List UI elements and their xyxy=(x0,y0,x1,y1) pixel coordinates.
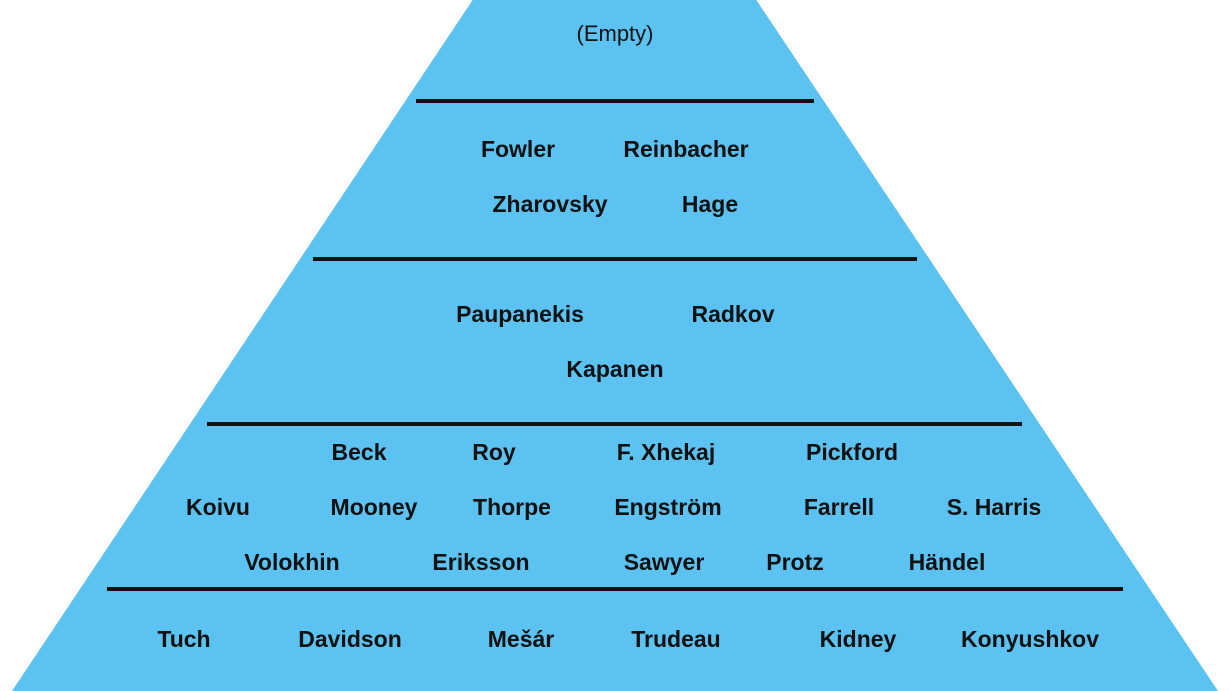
player-name[interactable]: Kapanen xyxy=(566,356,663,382)
player-name[interactable]: Hage xyxy=(682,191,738,217)
player-name[interactable]: Fowler xyxy=(481,136,555,162)
player-name[interactable]: Engström xyxy=(614,494,721,520)
tier-1: (Empty) xyxy=(577,21,654,46)
player-name[interactable]: Beck xyxy=(332,439,387,465)
player-name[interactable]: Konyushkov xyxy=(961,626,1099,652)
player-name[interactable]: Händel xyxy=(909,549,986,575)
player-name[interactable]: Volokhin xyxy=(244,549,339,575)
player-name[interactable]: Thorpe xyxy=(473,494,551,520)
tier-empty-label: (Empty) xyxy=(577,21,654,46)
player-name[interactable]: Tuch xyxy=(157,626,210,652)
player-name[interactable]: Trudeau xyxy=(631,626,720,652)
player-name[interactable]: Pickford xyxy=(806,439,898,465)
tier-2: Fowler Reinbacher Zharovsky Hage xyxy=(481,136,749,217)
tier-4: Beck Roy F. Xhekaj Pickford Koivu Mooney… xyxy=(186,439,1041,575)
player-name[interactable]: Radkov xyxy=(691,301,774,327)
player-name[interactable]: F. Xhekaj xyxy=(617,439,715,465)
player-name[interactable]: Kidney xyxy=(820,626,897,652)
player-name[interactable]: Zharovsky xyxy=(492,191,607,217)
player-name[interactable]: S. Harris xyxy=(947,494,1042,520)
tier-5: Tuch Davidson Mešár Trudeau Kidney Konyu… xyxy=(157,626,1099,652)
player-name[interactable]: Davidson xyxy=(298,626,402,652)
player-name[interactable]: Sawyer xyxy=(624,549,705,575)
player-name[interactable]: Mooney xyxy=(331,494,418,520)
pyramid-background xyxy=(12,0,1218,691)
player-name[interactable]: Farrell xyxy=(804,494,874,520)
player-name[interactable]: Mešár xyxy=(488,626,555,652)
player-name[interactable]: Reinbacher xyxy=(623,136,748,162)
player-name[interactable]: Roy xyxy=(472,439,516,465)
player-name[interactable]: Eriksson xyxy=(432,549,529,575)
player-name[interactable]: Paupanekis xyxy=(456,301,584,327)
tier-3: Paupanekis Radkov Kapanen xyxy=(456,301,775,382)
player-name[interactable]: Koivu xyxy=(186,494,250,520)
player-name[interactable]: Protz xyxy=(766,549,824,575)
